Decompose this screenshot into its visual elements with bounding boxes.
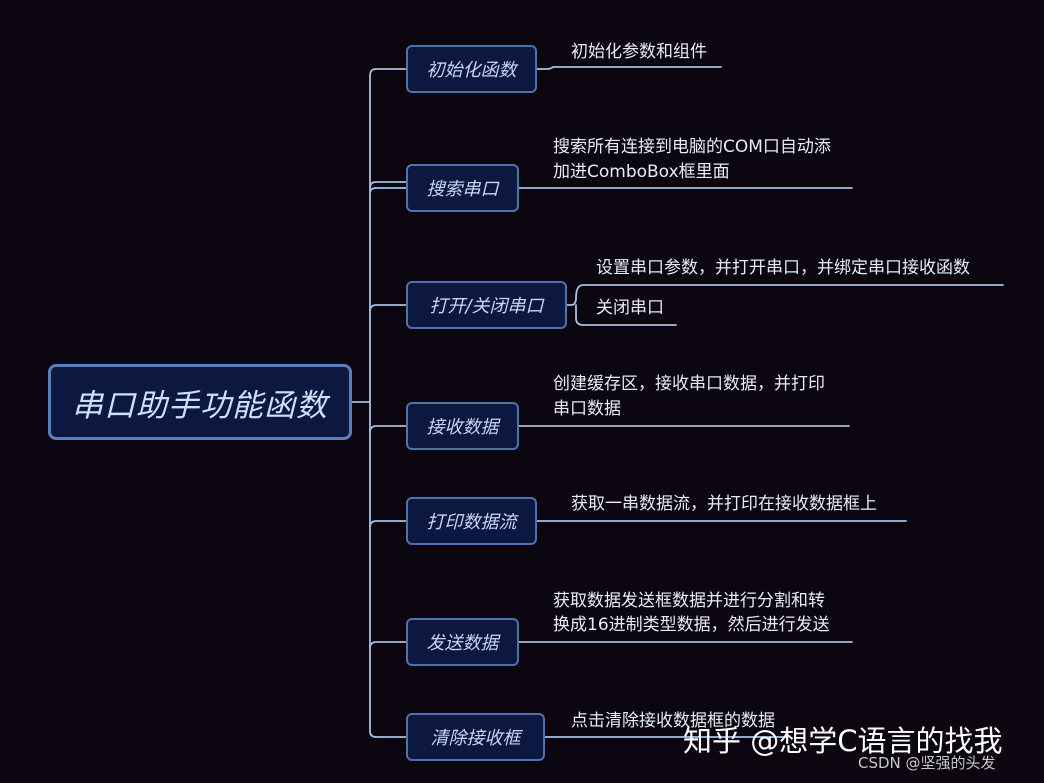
csdn-watermark: CSDN @坚强的头发: [858, 754, 996, 772]
leaf-text: 搜索所有连接到电脑的COM口自动添: [553, 137, 831, 157]
leaf-text: 点击清除接收数据框的数据: [571, 711, 775, 731]
leaf-text: 初始化参数和组件: [571, 42, 707, 62]
branch-connector: [369, 304, 408, 311]
branch-connector: [369, 425, 408, 432]
leaf-text: 关闭串口: [596, 298, 664, 318]
branch-node-print-stream[interactable]: 打印数据流: [406, 497, 537, 545]
branch-node-search-port[interactable]: 搜索串口: [406, 164, 519, 212]
branch-node-send-data[interactable]: 发送数据: [406, 618, 519, 666]
branch-connector: [369, 187, 408, 193]
leaf-text: 加进ComboBox框里面: [553, 162, 730, 182]
branch-node-init[interactable]: 初始化函数: [406, 45, 537, 93]
trunk-line: [369, 68, 377, 738]
zhihu-watermark: 知乎 @想学C语言的找我: [683, 724, 1003, 758]
leaf-underline: [536, 66, 722, 70]
leaf-text: 获取一串数据流，并打印在接收数据框上: [571, 494, 877, 514]
branch-node-clear-receive[interactable]: 清除接收框: [406, 713, 545, 761]
root-node[interactable]: 串口助手功能函数: [48, 364, 352, 440]
branch-connector: [369, 641, 408, 648]
leaf-text: 获取数据发送框数据并进行分割和转: [553, 591, 825, 611]
leaf-text: 设置串口参数，并打开串口，并绑定串口接收函数: [596, 258, 970, 278]
branch-node-open-close-port[interactable]: 打开/关闭串口: [406, 281, 567, 329]
branch-node-receive-data[interactable]: 接收数据: [406, 402, 519, 450]
leaf-underline: [566, 284, 1004, 306]
leaf-text: 换成16进制类型数据，然后进行发送: [553, 615, 830, 635]
leaf-text: 创建缓存区，接收串口数据，并打印: [553, 374, 825, 394]
leaf-text: 串口数据: [553, 399, 621, 419]
leaf-underline: [575, 304, 677, 326]
branch-connector: [369, 520, 408, 527]
